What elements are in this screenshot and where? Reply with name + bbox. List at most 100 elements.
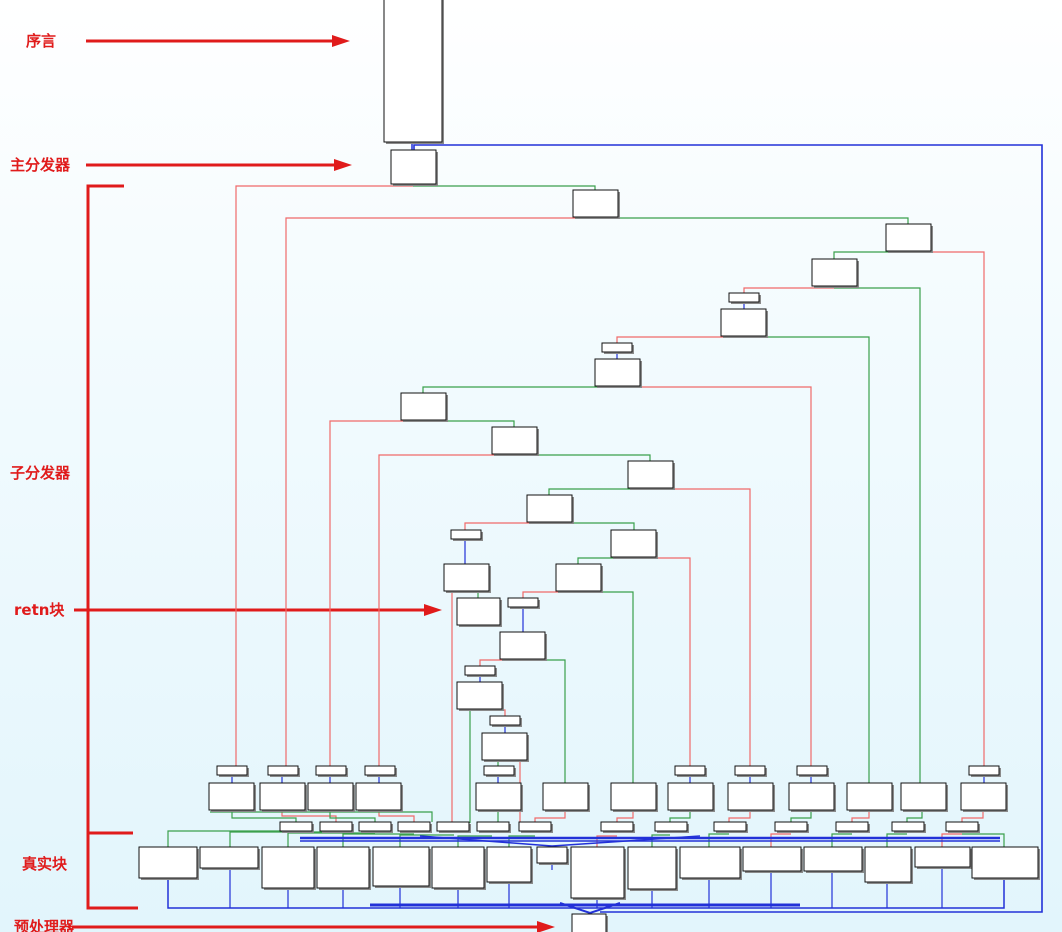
cfg-node-53: [518, 821, 552, 832]
bracket-left: [86, 184, 138, 910]
cfg-node-32: [796, 765, 828, 776]
cfg-node-55: [654, 821, 688, 832]
cfg-node-62: [138, 846, 198, 879]
cfg-edge-76: [886, 833, 907, 847]
cfg-node-13: [526, 494, 573, 523]
arrow-prologue-head: [332, 35, 350, 47]
cfg-edge-13: [744, 336, 870, 783]
cfg-node-9: [594, 358, 641, 387]
cfg-edge-56: [616, 810, 634, 822]
cfg-edge-98: [559, 902, 621, 915]
cfg-edge-58: [728, 810, 751, 822]
cfg-edge-64: [167, 830, 296, 847]
cfg-node-48: [319, 821, 353, 832]
cfg-node-57: [774, 821, 808, 832]
annotation-main-dispatcher: 主分发器: [10, 156, 71, 174]
cfg-edge-69: [457, 835, 492, 847]
cfg-edge-19: [514, 454, 651, 461]
cfg-node-1: [383, 0, 443, 143]
cfg-edge-5: [595, 217, 909, 224]
cfg-node-75: [914, 846, 971, 868]
cfg-node-69: [570, 846, 625, 899]
cfg-node-37: [355, 782, 402, 811]
cfg-node-30: [674, 765, 706, 776]
cfg-node-17: [555, 563, 602, 592]
cfg-edge-60: [851, 810, 870, 822]
cfg-edge-82: [551, 835, 701, 847]
cfg-edge-21: [548, 488, 650, 495]
cfg-node-43: [788, 782, 835, 811]
cfg-node-52: [476, 821, 510, 832]
cfg-edge-15: [422, 386, 617, 393]
cfg-node-54: [600, 821, 634, 832]
cfg-edge-17: [423, 420, 515, 427]
cfg-edge-7: [833, 251, 908, 259]
cfg-node-4: [885, 223, 932, 252]
cfg-node-19: [507, 597, 539, 608]
cfg-edge-23: [549, 522, 635, 530]
cfg-node-74: [864, 846, 912, 883]
cfg-node-28: [364, 765, 396, 776]
cfg-node-29: [483, 765, 515, 776]
cfg-edge-16: [617, 386, 812, 768]
cfg-node-64: [261, 846, 315, 889]
cfg-node-66: [372, 846, 430, 887]
arrow-retn-block-head: [424, 604, 442, 616]
annotation-preprocessor: 预处理器: [14, 918, 75, 932]
cfg-edge-74: [770, 833, 791, 847]
cfg-node-6: [728, 292, 760, 303]
cfg-edge-20: [378, 454, 514, 768]
cfg-edge-75: [831, 833, 852, 847]
cfg-node-77: [571, 913, 607, 932]
cfg-node-51: [436, 821, 470, 832]
cfg-node-24: [481, 732, 528, 761]
cfg-node-49: [358, 821, 392, 832]
cfg-node-46: [960, 782, 1007, 811]
cfg-node-63: [199, 846, 259, 869]
arrow-preprocessor-head: [537, 921, 555, 932]
cfg-edge-55: [534, 810, 566, 822]
cfg-edge-77: [941, 833, 962, 847]
cfg-node-10: [400, 392, 447, 421]
cfg-edge-53: [378, 810, 415, 822]
cfg-edge-18: [329, 420, 423, 768]
cfg-edge-34: [523, 659, 566, 783]
cfg-edge-52: [329, 810, 376, 822]
cfg-node-68: [486, 846, 532, 883]
cfg-node-16: [443, 563, 490, 592]
cfg-edge-10: [834, 287, 921, 783]
cfg-node-41: [667, 782, 714, 811]
cfg-edge-22: [650, 488, 751, 768]
cfg-node-3: [572, 189, 619, 218]
cfg-node-61: [536, 846, 568, 864]
cfg-edge-67: [342, 833, 414, 847]
annotation-real-blocks: 真实块: [22, 855, 68, 873]
cfg-node-31: [734, 765, 766, 776]
cfg-node-21: [464, 665, 496, 676]
cfg-node-15: [610, 529, 657, 558]
cfg-node-27: [315, 765, 347, 776]
cfg-edge-63: [210, 811, 433, 822]
cfg-edge-31: [578, 591, 634, 783]
cfg-node-39: [542, 782, 589, 811]
cfg-edge-61: [906, 810, 923, 822]
cfg-node-56: [713, 821, 747, 832]
cfg-node-14: [450, 529, 482, 540]
cfg-node-50: [397, 821, 431, 832]
cfg-node-73: [803, 846, 863, 872]
cfg-node-45: [900, 782, 947, 811]
cfg-edge-8: [908, 251, 985, 768]
cfg-node-72: [742, 846, 802, 872]
cfg-node-23: [489, 715, 521, 726]
cfg-node-76: [971, 846, 1039, 879]
cfg-node-42: [727, 782, 774, 811]
cfg-node-7: [720, 308, 767, 337]
cfg-node-20: [499, 631, 546, 660]
cfg-node-38: [475, 782, 522, 811]
annotation-sub-dispatcher: 子分发器: [10, 464, 71, 482]
cfg-node-33: [968, 765, 1000, 776]
cfg-edge-78: [962, 833, 1005, 847]
cfg-edge-12: [616, 336, 744, 345]
